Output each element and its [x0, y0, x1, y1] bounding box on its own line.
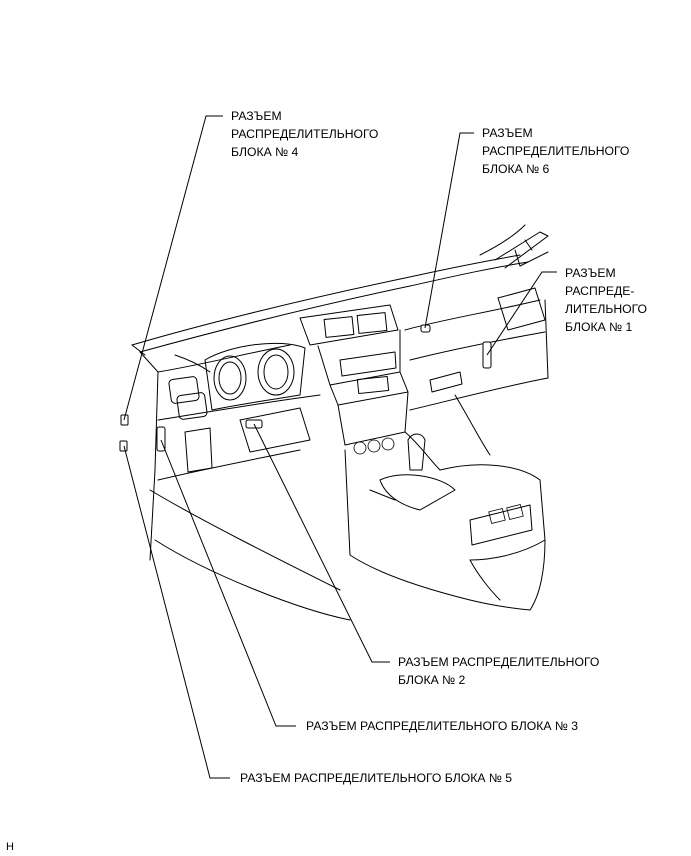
leader-block-4 [123, 115, 223, 421]
label-block-6: РАЗЪЕМ РАСПРЕДЕЛИТЕЛЬНОГО БЛОКА № 6 [482, 126, 630, 176]
label-block-3: РАЗЪЕМ РАСПРЕДЕЛИТЕЛЬНОГО БЛОКА № 3 [306, 719, 579, 733]
leader-block-6 [424, 132, 474, 329]
leader-block-3 [160, 439, 296, 727]
dashboard-top-edge [131, 254, 521, 346]
label-block-4: РАЗЪЕМ РАСПРЕДЕЛИТЕЛЬНОГО БЛОКА № 4 [231, 109, 379, 159]
label-block-2: РАЗЪЕМ РАСПРЕДЕЛИТЕЛЬНОГО БЛОКА № 2 [398, 655, 600, 687]
connector-block-5 [119, 440, 128, 452]
label-block-1: РАЗЪЕМ РАСПРЕДЕ- ЛИТЕЛЬНОГО БЛОКА № 1 [565, 266, 648, 334]
leader-block-5 [123, 445, 230, 779]
leader-block-1 [486, 271, 557, 356]
leader-block-2 [253, 423, 390, 663]
footer-code: H [6, 841, 14, 853]
label-block-5: РАЗЪЕМ РАСПРЕДЕЛИТЕЛЬНОГО БЛОКА № 5 [240, 771, 513, 785]
